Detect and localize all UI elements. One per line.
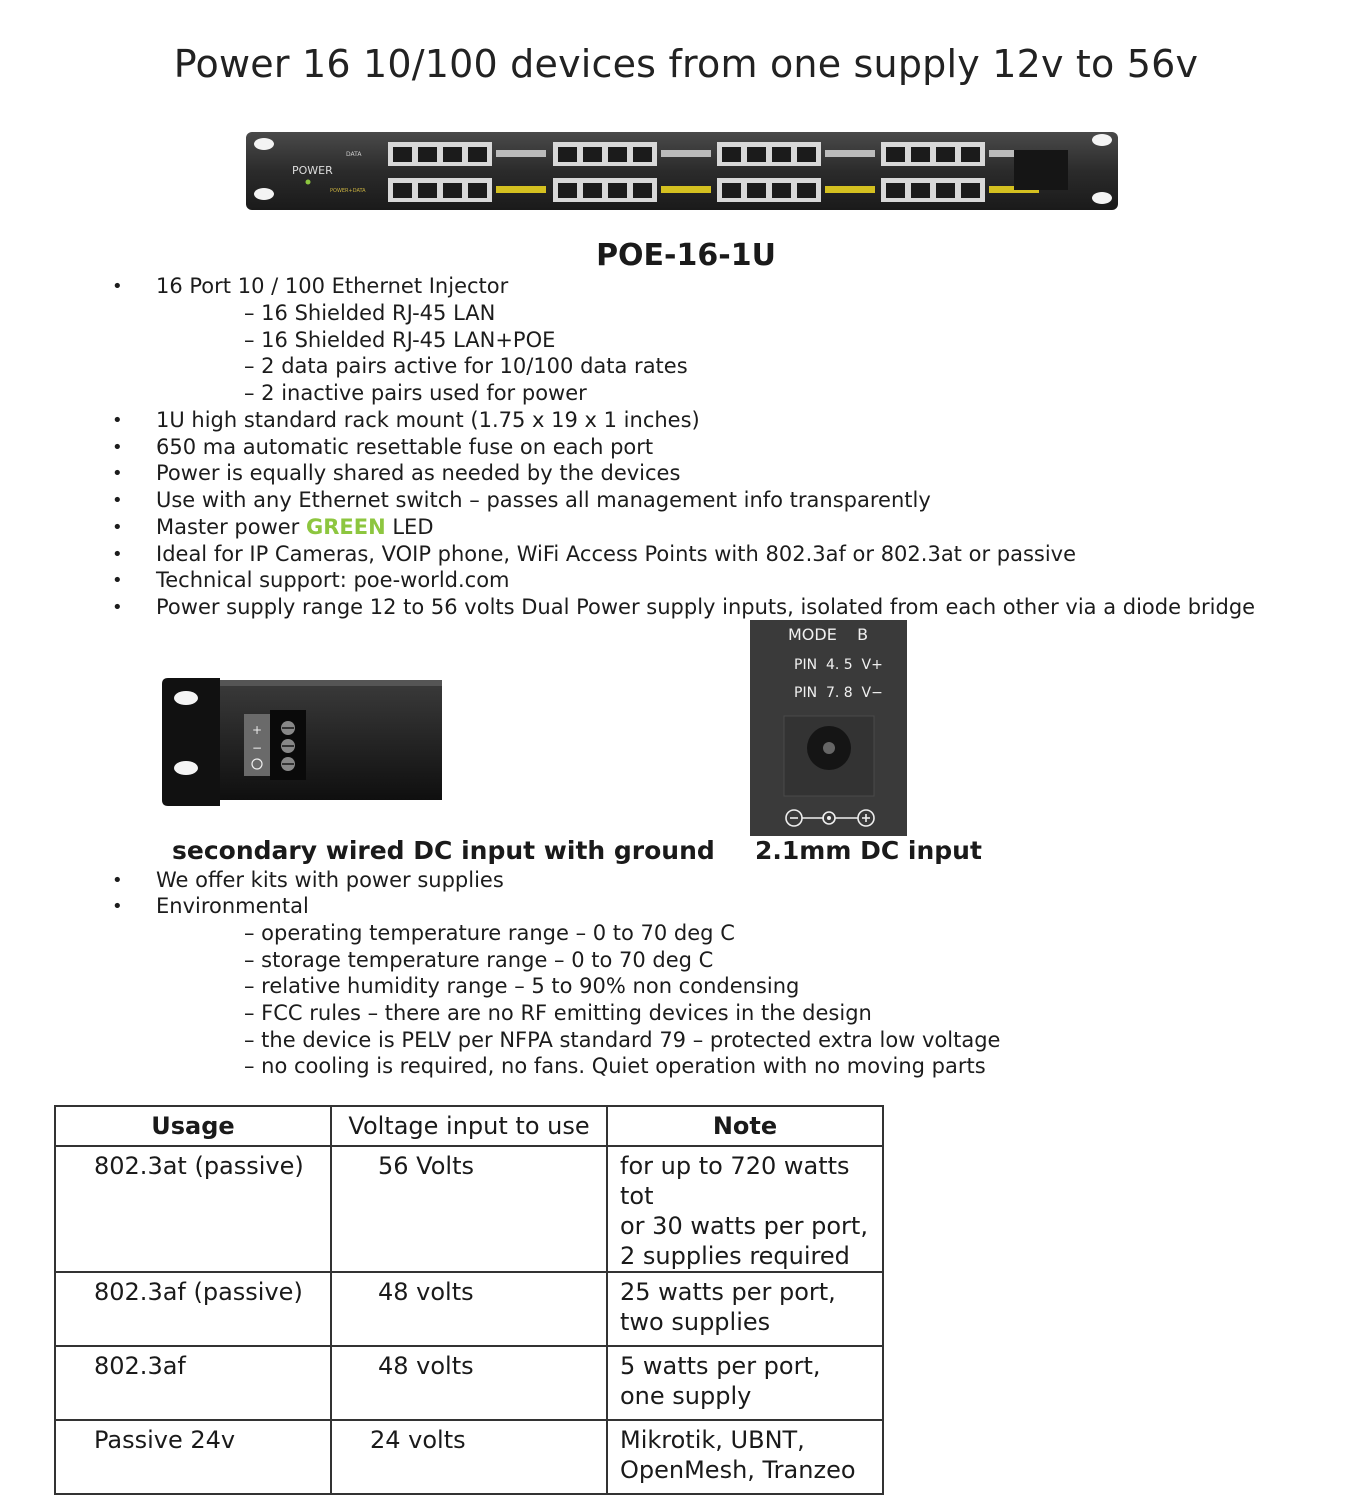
column-header-voltage: Voltage input to use: [330, 1105, 608, 1147]
usage-cell: 802.3at (passive): [94, 1152, 304, 1180]
sub-item: – relative humidity range – 5 to 90% non…: [244, 974, 800, 998]
rj45-port: [797, 183, 816, 198]
svg-text:−: −: [252, 741, 262, 755]
list-item: •Power is equally shared as needed by th…: [112, 461, 681, 485]
list-item: •16 Port 10 / 100 Ethernet Injector: [112, 274, 509, 298]
table-row: Passive 24v 24 volts Mikrotik, UBNT, Ope…: [54, 1419, 884, 1495]
sub-item: – storage temperature range – 0 to 70 de…: [244, 948, 714, 972]
rj45-port: [886, 183, 905, 198]
rj45-port: [558, 147, 577, 162]
sub-item: – the device is PELV per NFPA standard 7…: [244, 1028, 1001, 1052]
rj45-port: [418, 147, 437, 162]
rj45-port: [722, 147, 741, 162]
list-item: •Master power GREEN LED: [112, 515, 434, 539]
rj45-port: [608, 183, 627, 198]
rj45-port: [961, 183, 980, 198]
port-label-strip: [496, 150, 546, 157]
list-item: •Use with any Ethernet switch – passes a…: [112, 488, 931, 512]
port-label-strip: [661, 150, 711, 157]
list-item: •1U high standard rack mount (1.75 x 19 …: [112, 408, 700, 432]
power-data-row-label: POWER+DATA: [330, 188, 366, 194]
column-header-note: Note: [606, 1105, 884, 1147]
note-cell: for up to 720 watts tot or 30 watts per …: [620, 1152, 868, 1270]
power-label: POWER: [292, 164, 333, 177]
port-label-strip: [496, 186, 546, 193]
table-header-row: Usage Voltage input to use Note: [54, 1105, 884, 1147]
rj45-port: [583, 183, 602, 198]
rj45-port: [747, 147, 766, 162]
poe-injector-photo: POWER DATA POWER+DATA: [246, 132, 1118, 210]
model-number: POE-16-1U: [596, 238, 776, 273]
list-item: •Power supply range 12 to 56 volts Dual …: [112, 595, 1256, 619]
rj45-port: [961, 147, 980, 162]
rj45-port: [911, 183, 930, 198]
rj45-port: [722, 183, 741, 198]
sub-item: – 16 Shielded RJ-45 LAN+POE: [244, 328, 556, 352]
port-label-strip: [825, 150, 875, 157]
voltage-cell: 48 volts: [378, 1278, 474, 1306]
table-row: 802.3at (passive) 56 Volts for up to 720…: [54, 1145, 884, 1273]
sub-item: – FCC rules – there are no RF emitting d…: [244, 1001, 872, 1025]
svg-text:+: +: [252, 723, 262, 737]
usage-cell: Passive 24v: [94, 1426, 236, 1454]
sub-item: – 2 data pairs active for 10/100 data ra…: [244, 354, 688, 378]
column-header-usage: Usage: [54, 1105, 332, 1147]
list-item: •Environmental: [112, 894, 309, 918]
rj45-port: [468, 147, 487, 162]
port-label-strip: [661, 186, 711, 193]
terminal-block-photo: + −: [162, 678, 442, 806]
rj45-port: [468, 183, 487, 198]
green-led-text: GREEN: [305, 515, 386, 539]
rj45-port: [608, 147, 627, 162]
dc-jack-photo: MODE B PIN 4. 5 V+ PIN 7. 8 V−: [750, 620, 907, 836]
list-item: •Technical support: poe-world.com: [112, 568, 510, 592]
rj45-port: [747, 183, 766, 198]
list-item: •Ideal for IP Cameras, VOIP phone, WiFi …: [112, 542, 1077, 566]
note-cell: Mikrotik, UBNT, OpenMesh, Tranzeo: [620, 1426, 856, 1484]
rj45-port: [936, 147, 955, 162]
list-item: •650 ma automatic resettable fuse on eac…: [112, 435, 654, 459]
rj45-port: [418, 183, 437, 198]
voltage-cell: 56 Volts: [378, 1152, 474, 1180]
rj45-port: [558, 183, 577, 198]
note-cell: 5 watts per port, one supply: [620, 1352, 821, 1410]
sub-item: – no cooling is required, no fans. Quiet…: [244, 1054, 986, 1078]
voltage-usage-table: Usage Voltage input to use Note 802.3at …: [54, 1105, 884, 1495]
rj45-port: [797, 147, 816, 162]
rj45-port: [583, 147, 602, 162]
table-row: 802.3af (passive) 48 volts 25 watts per …: [54, 1271, 884, 1347]
sub-item: – 16 Shielded RJ-45 LAN: [244, 301, 496, 325]
rj45-port: [911, 147, 930, 162]
voltage-cell: 48 volts: [378, 1352, 474, 1380]
usage-cell: 802.3af (passive): [94, 1278, 303, 1306]
pin-positive-label: PIN 4. 5 V+: [794, 657, 883, 673]
note-cell: 25 watts per port, two supplies: [620, 1278, 836, 1336]
rj45-port: [772, 147, 791, 162]
table-row: 802.3af 48 volts 5 watts per port, one s…: [54, 1345, 884, 1421]
usage-cell: 802.3af: [94, 1352, 186, 1380]
mode-label: MODE B: [788, 625, 868, 644]
port-label-strip: [825, 186, 875, 193]
rj45-port: [886, 147, 905, 162]
rj45-port: [633, 147, 652, 162]
list-item: •We offer kits with power supplies: [112, 868, 504, 892]
rj45-port: [633, 183, 652, 198]
rj45-port: [936, 183, 955, 198]
sub-item: – operating temperature range – 0 to 70 …: [244, 921, 735, 945]
sub-item: – 2 inactive pairs used for power: [244, 381, 587, 405]
secondary-input-caption: secondary wired DC input with ground: [172, 836, 715, 865]
rj45-port: [443, 147, 462, 162]
dc-input-caption: 2.1mm DC input: [755, 836, 982, 865]
data-row-label: DATA: [346, 151, 362, 158]
pin-negative-label: PIN 7. 8 V−: [794, 685, 883, 701]
rj45-port: [393, 183, 412, 198]
voltage-cell: 24 volts: [370, 1426, 466, 1454]
rj45-port: [772, 183, 791, 198]
page-title: Power 16 10/100 devices from one supply …: [173, 42, 1199, 86]
rj45-port: [443, 183, 462, 198]
rj45-port: [393, 147, 412, 162]
rj45-port-array: [388, 142, 1039, 202]
